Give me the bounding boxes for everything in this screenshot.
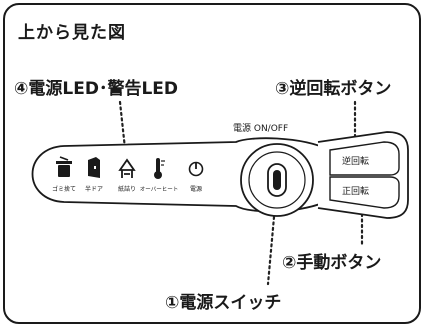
power-switch-caption: 電源 ON/OFF: [233, 124, 289, 134]
reverse-button-label: 逆回転: [342, 155, 369, 167]
indicator-label-overheat: オーバーヒート: [140, 186, 178, 193]
thermometer-icon: [154, 158, 165, 179]
trash-icon: [56, 156, 72, 177]
callout-status-leds: ④電源LED･警告LED: [14, 79, 179, 99]
diagram-frame: [3, 3, 421, 324]
callout-power-switch: ①電源スイッチ: [165, 293, 282, 313]
indicator-label-trash: ゴミ捨て: [52, 185, 76, 193]
callout-manual-button: ②手動ボタン: [282, 253, 382, 273]
indicator-label-door: 半ドア: [85, 185, 103, 193]
callout-reverse-button: ③逆回転ボタン: [275, 79, 392, 99]
reverse-button: [329, 141, 400, 176]
indicator-label-paper-jam: 紙詰り: [118, 185, 136, 193]
diagram-title: 上から見た図: [18, 23, 126, 43]
forward-button-label: 正回転: [342, 186, 369, 197]
power-icon: [188, 161, 204, 177]
indicator-label-power: 電源: [190, 185, 202, 193]
power-switch-knob-slot: [273, 170, 281, 190]
door-icon: [88, 157, 100, 178]
forward-button: [329, 176, 400, 209]
paper-jam-icon: [118, 158, 136, 178]
leader-line-power-switch: [266, 204, 277, 286]
